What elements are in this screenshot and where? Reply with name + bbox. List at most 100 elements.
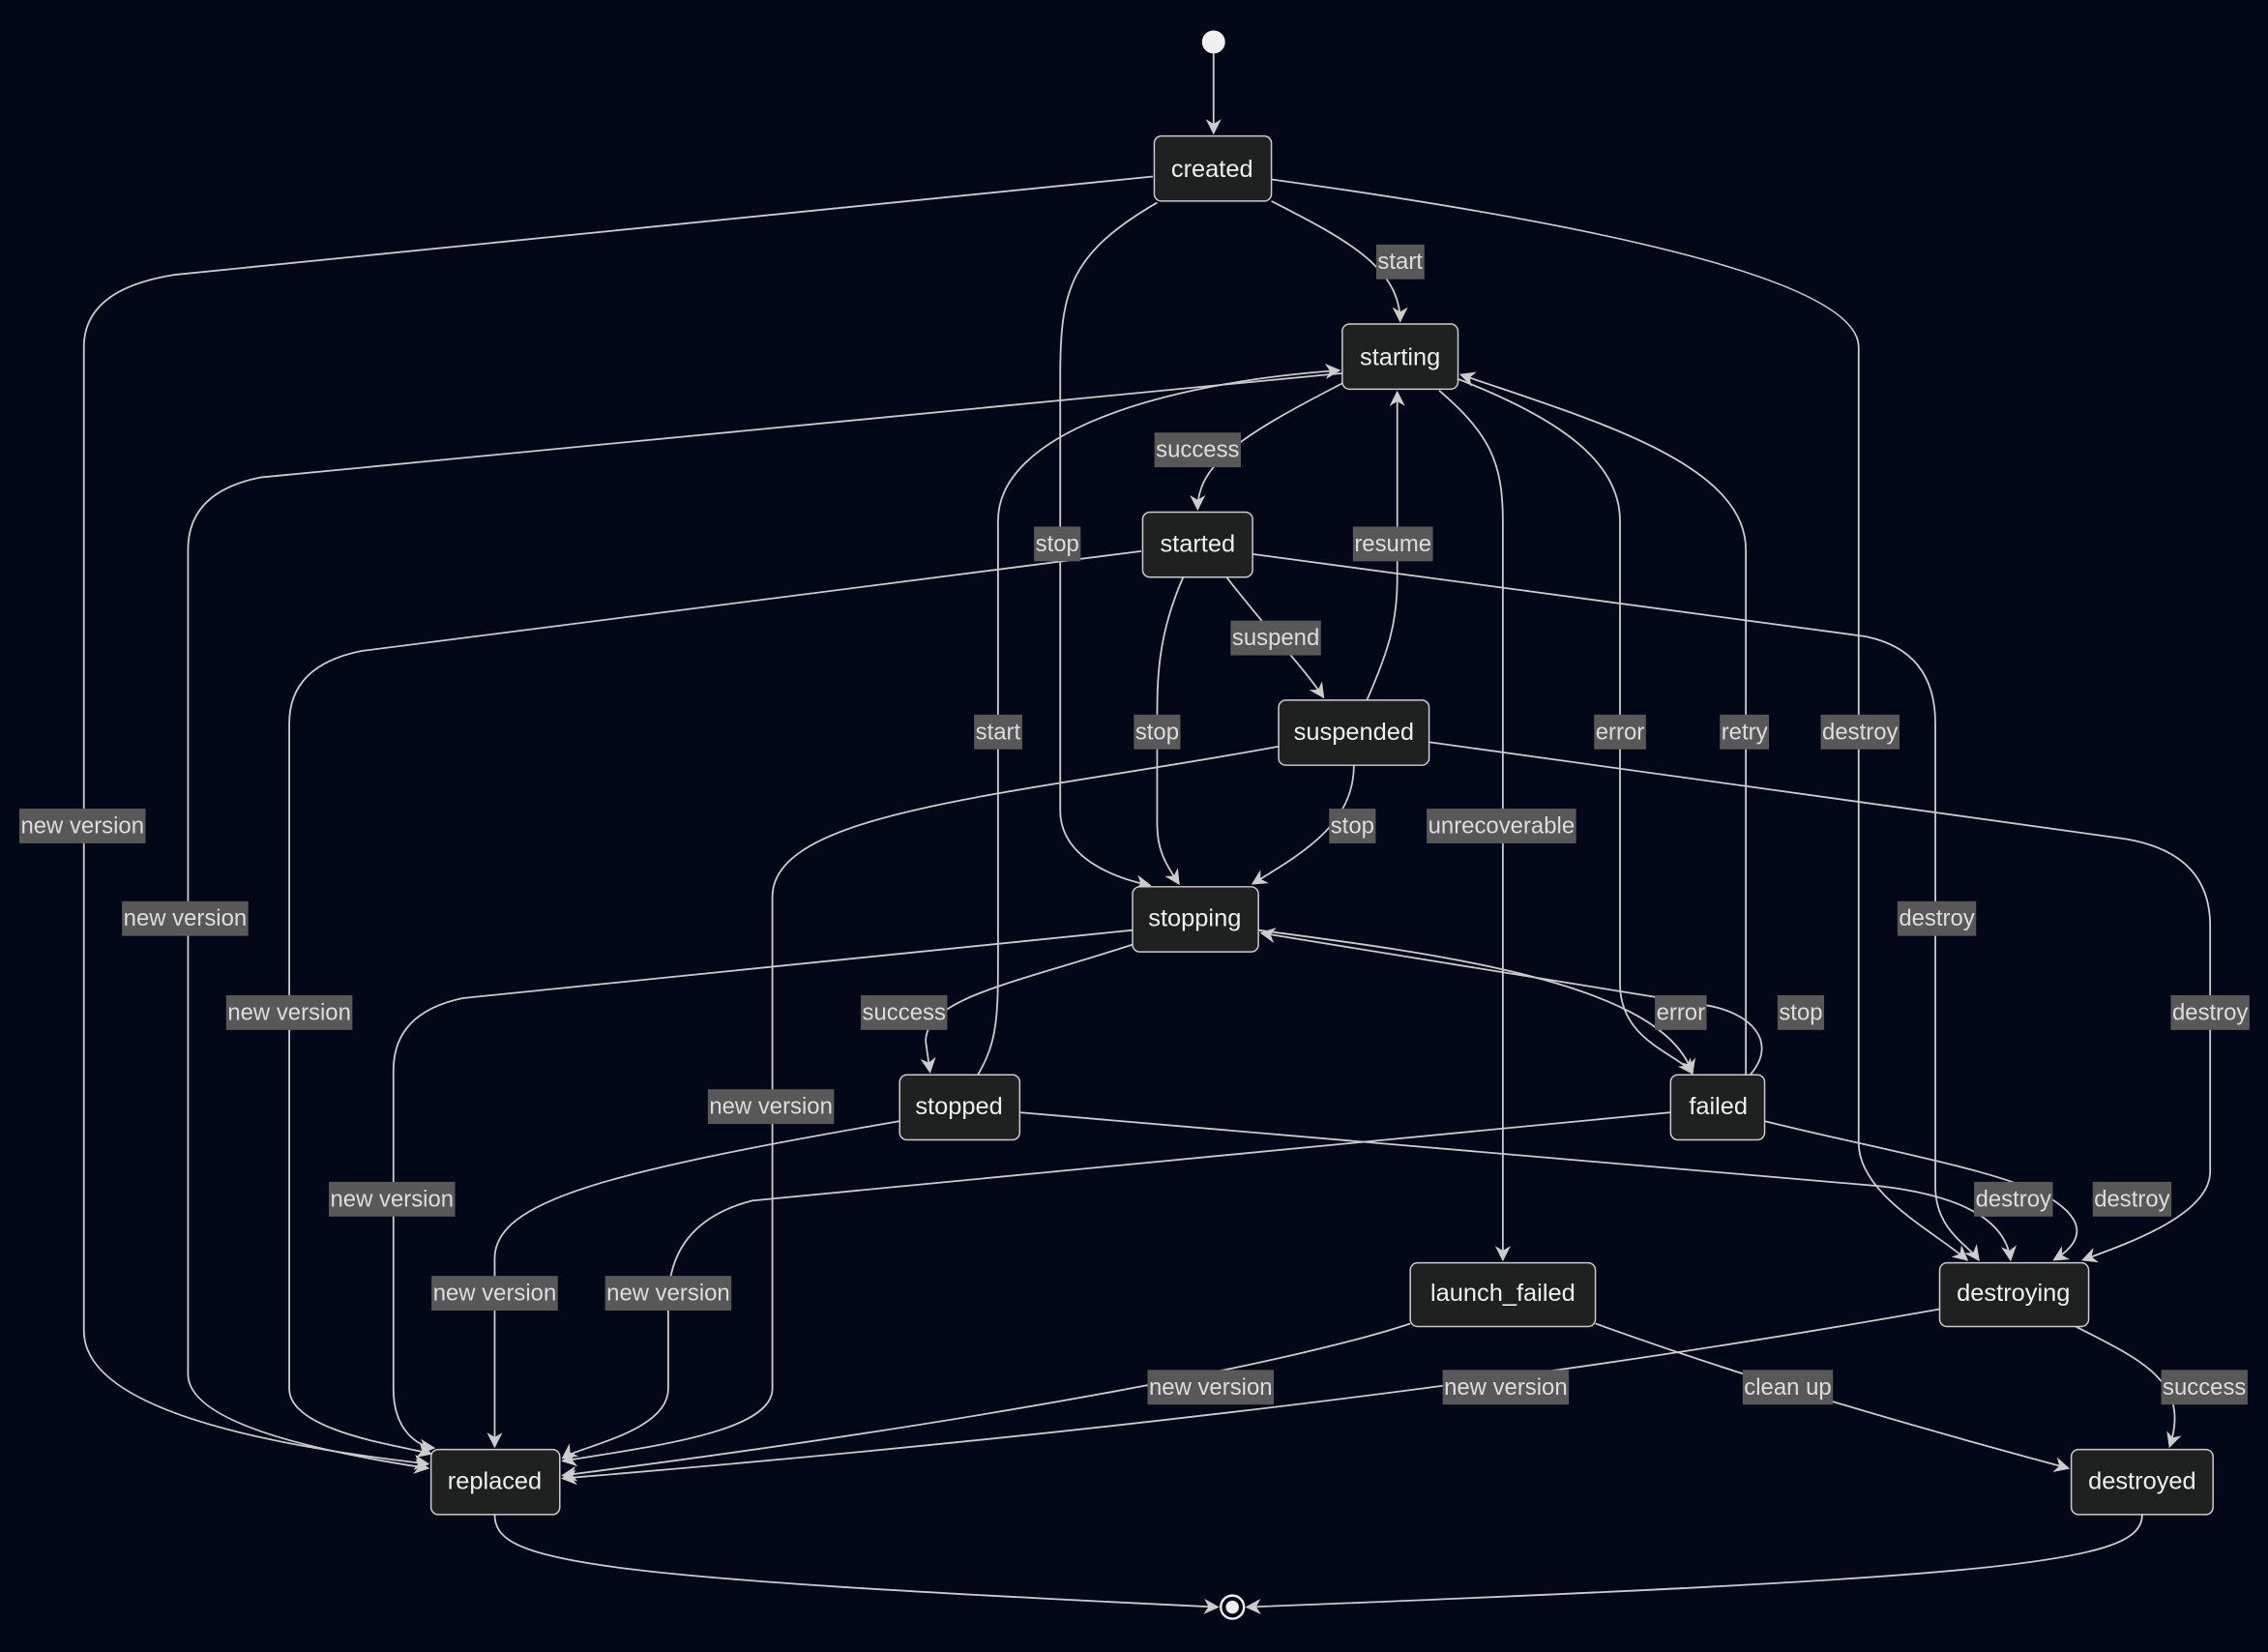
edge-label-text: stop [1331,813,1374,840]
edge-label-background [1230,620,1321,656]
edge-suspended-stopping [1251,765,1355,885]
edge-suspended-replaced [561,745,1280,1467]
edge-replaced-end [493,1514,1220,1614]
edge-label-text: retry [1722,719,1768,745]
state-launch-failed[interactable]: launch_failed [1409,1261,1597,1328]
edge-label: new version [1147,1370,1275,1405]
edge-stopping-replaced [392,929,1134,1455]
edge-label-text: stop [1135,719,1179,745]
edge-label-background [1897,900,1977,936]
edge-stopped-destroying [1019,1111,2018,1262]
edge-label-text: resume [1354,531,1431,557]
edge-label-background [1034,526,1081,562]
edge-label-background [604,1276,732,1312]
state-starting[interactable]: starting [1341,323,1459,391]
edge-label: new version [707,1089,835,1125]
edge-label-text: new version [1444,1374,1568,1401]
edge-failed-stopping [1259,928,1763,1076]
edge-label-background [861,994,948,1030]
edge-label-text: destroy [1822,719,1898,745]
edge-label: new version [431,1276,558,1312]
svg-text:failed: failed [1689,1093,1748,1120]
state-replaced[interactable]: replaced [429,1448,561,1516]
edge-label: error [1594,714,1646,750]
edge-label-text: stop [1779,999,1822,1025]
state-destroyed[interactable]: destroyed [2070,1448,2214,1516]
svg-text:launch_failed: launch_failed [1430,1280,1576,1307]
edge-label: clean up [1742,1370,1834,1405]
edge-label-background [18,809,146,843]
state-started[interactable]: started [1141,511,1253,578]
edge-label-background [1427,809,1576,843]
state-suspended[interactable]: suspended [1278,699,1430,766]
edge-label-background [431,1276,558,1312]
svg-text:starting: starting [1360,343,1440,370]
state-stopping[interactable]: stopping [1132,886,1259,953]
edge-started-destroying [1252,552,1980,1261]
edge-label: destroy [1820,714,1900,750]
edge-label-background [974,714,1023,750]
nodes: created starting started suspended stopp… [429,30,2214,1620]
edge-label: new version [329,1181,456,1217]
edges [82,53,2212,1615]
edge-label-background [707,1089,835,1125]
edge-label: stop [1329,809,1376,843]
edge-label-text: destroy [2172,999,2248,1025]
edge-label: stop [1777,994,1825,1030]
edge-label: destroy [2092,1181,2172,1217]
edge-label-background [1442,1370,1570,1405]
edge-label: error [1655,994,1707,1030]
svg-text:stopped: stopped [915,1093,1002,1120]
edge-label-background [2161,1370,2248,1405]
edge-label: retry [1720,714,1770,750]
edge-label: success [2161,1370,2248,1405]
edge-label-background [1720,714,1770,750]
edge-label-background [1375,244,1425,280]
edge-label: new version [122,900,249,936]
edge-label: start [974,714,1023,750]
edge-label: stop [1034,526,1081,562]
edge-label-text: success [2163,1374,2246,1401]
edge-label: suspend [1230,620,1321,656]
edge-label-background [1655,994,1707,1030]
edge-launch-failed-replaced [561,1322,1411,1482]
edge-label-background [1134,714,1181,750]
edge-label-background [1147,1370,1275,1405]
edge-label-text: suspend [1232,625,1319,651]
state-stopped[interactable]: stopped [898,1074,1021,1141]
edge-label-background [1154,432,1242,468]
svg-text:started: started [1160,530,1235,557]
edge-label-text: destroy [1976,1186,2051,1212]
svg-text:created: created [1171,156,1253,183]
edge-label-text: destroy [2094,1186,2169,1212]
edge-suspended-starting [1366,390,1405,701]
edge-label-text: clean up [1744,1374,1831,1401]
edge-label-text: success [863,999,946,1025]
edge-label-text: error [1657,999,1706,1025]
svg-text:destroyed: destroyed [2088,1467,2196,1494]
edge-label-background [1742,1370,1834,1405]
edge-label-background [2092,1181,2172,1217]
edge-label: destroy [1974,1181,2053,1217]
edge-starting-replaced [187,372,1342,1474]
edge-label-text: new version [1149,1374,1273,1401]
state-destroying[interactable]: destroying [1938,1261,2090,1328]
edge-label: resume [1352,526,1433,562]
edge-label-text: start [976,719,1021,745]
edge-started-replaced [288,549,1142,1458]
edge-destroying-destroyed [2075,1325,2182,1449]
edge-suspended-destroying [1429,741,2212,1263]
edge-label-text: stop [1036,531,1079,557]
state-created[interactable]: created [1153,134,1273,202]
state-failed[interactable]: failed [1669,1074,1766,1141]
edge-stopping-stopped [920,943,1134,1074]
edge-label: unrecoverable [1427,809,1576,843]
edge-label-text: success [1156,437,1239,463]
edge-label-text: start [1377,249,1423,275]
edge-label-text: new version [227,999,351,1025]
start-state [1201,30,1225,54]
edge-stopped-replaced [486,1120,900,1449]
edge-label-background [1594,714,1646,750]
edge-label: new version [225,994,353,1030]
edge-created-replaced [82,175,1154,1470]
